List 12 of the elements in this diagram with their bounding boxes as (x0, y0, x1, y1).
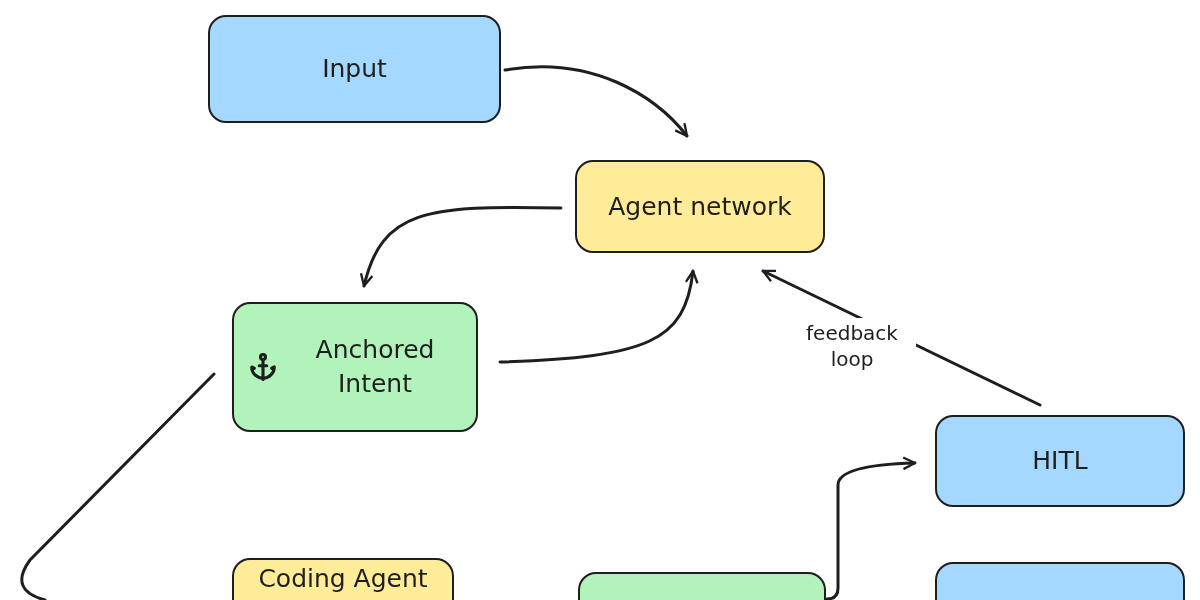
process-box (575, 160, 825, 253)
arrow (360, 205, 563, 288)
process-box (232, 302, 478, 432)
box-label: HITL (1032, 445, 1088, 478)
box-label: Anchored Intent (314, 334, 436, 400)
box-label: Input (322, 53, 387, 86)
process-box (935, 415, 1185, 507)
box-label: Coding Agent (258, 563, 428, 595)
process-box (208, 15, 501, 123)
arrow (503, 65, 689, 138)
box-label: Agent network (608, 190, 792, 223)
arrow (498, 269, 699, 364)
